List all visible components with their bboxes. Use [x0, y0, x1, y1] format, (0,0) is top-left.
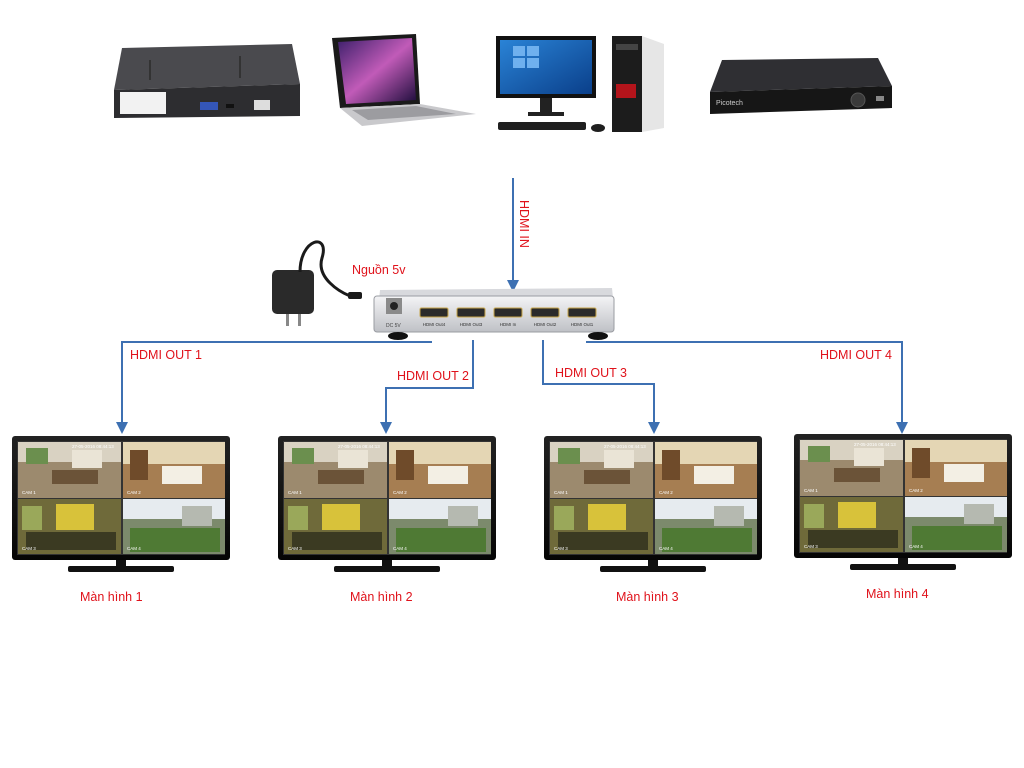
- cam-label: CAM 3: [804, 544, 818, 549]
- dc-port-label: DC 5V: [386, 323, 401, 329]
- screen-timestamp: 27-05-2016 08:44:13: [854, 442, 896, 447]
- monitor-4: 27-05-2016 08:44:13 CAM 1 CAM 2 CAM 3 CA…: [794, 434, 1012, 570]
- power-label: Nguồn 5v: [352, 263, 406, 277]
- monitor-4-caption: Màn hình 4: [866, 587, 929, 601]
- dvr-icon: Picotech: [710, 58, 892, 114]
- hdmi-out-3-label: HDMI OUT 3: [555, 366, 627, 380]
- hdmi-port-label: HDMI Out1: [571, 322, 594, 327]
- cam-label: CAM 1: [804, 488, 818, 493]
- cam-label: CAM 3: [22, 546, 36, 551]
- hdmi-port-5: HDMI Out1: [567, 307, 597, 327]
- monitor-2: 27-05-2016 08:44:13 CAM 1 CAM 2 CAM 3 CA…: [278, 436, 496, 572]
- hdmi-splitter-box: DC 5V HDMI Out4 HDMI Out3 HDMI In HDMI Out2…: [373, 288, 615, 340]
- hdmi-out-4-arrow: [586, 341, 908, 434]
- power-adapter-icon: [272, 240, 362, 326]
- cam-label: CAM 2: [127, 490, 141, 495]
- cam-label: CAM 1: [22, 490, 36, 495]
- monitor-3-caption: Màn hình 3: [616, 590, 679, 604]
- cam-label: CAM 1: [288, 490, 302, 495]
- dvr-brand: Picotech: [716, 100, 743, 107]
- hdmi-port-label: HDMI Out2: [534, 322, 557, 327]
- hdmi-out-2-arrow: [380, 340, 474, 434]
- hdmi-port-label: HDMI Out4: [423, 322, 446, 327]
- hdmi-out-1-arrow: [116, 341, 432, 434]
- cam-label: CAM 2: [909, 488, 923, 493]
- hdmi-in-label: HDMI IN: [517, 200, 531, 248]
- cam-label: CAM 3: [288, 546, 302, 551]
- hdmi-port-2: HDMI Out3: [456, 307, 486, 327]
- cam-label: CAM 4: [909, 544, 923, 549]
- hdmi-out-3-arrow: [542, 340, 660, 434]
- cam-label: CAM 4: [393, 546, 407, 551]
- hdmi-port-4: HDMI Out2: [530, 307, 560, 327]
- monitor-1: 27-05-2016 08:44:13 CAM 1 CAM 2 CAM 3 CA…: [12, 436, 230, 572]
- hdmi-port-label: HDMI Out3: [460, 322, 483, 327]
- cam-label: CAM 1: [554, 490, 568, 495]
- cam-label: CAM 4: [127, 546, 141, 551]
- cam-label: CAM 2: [659, 490, 673, 495]
- nvr-icon: [114, 44, 300, 118]
- hdmi-out-4-label: HDMI OUT 4: [820, 348, 892, 362]
- hdmi-port-1: HDMI Out4: [419, 307, 449, 327]
- screen-timestamp: 27-05-2016 08:44:13: [72, 444, 114, 449]
- screen-timestamp: 27-05-2016 08:44:13: [338, 444, 380, 449]
- monitor-1-caption: Màn hình 1: [80, 590, 143, 604]
- monitor-3: 27-05-2016 08:44:13 CAM 1 CAM 2 CAM 3 CA…: [544, 436, 762, 572]
- screen-timestamp: 27-05-2016 08:44:13: [604, 444, 646, 449]
- hdmi-port-3: HDMI In: [493, 307, 523, 327]
- hdmi-out-1-label: HDMI OUT 1: [130, 348, 202, 362]
- cam-label: CAM 3: [554, 546, 568, 551]
- laptop-icon: [332, 34, 476, 126]
- hdmi-port-label: HDMI In: [500, 322, 517, 327]
- cam-label: CAM 2: [393, 490, 407, 495]
- desktop-icon: [496, 36, 664, 132]
- cam-label: CAM 4: [659, 546, 673, 551]
- monitor-2-caption: Màn hình 2: [350, 590, 413, 604]
- hdmi-out-2-label: HDMI OUT 2: [397, 369, 469, 383]
